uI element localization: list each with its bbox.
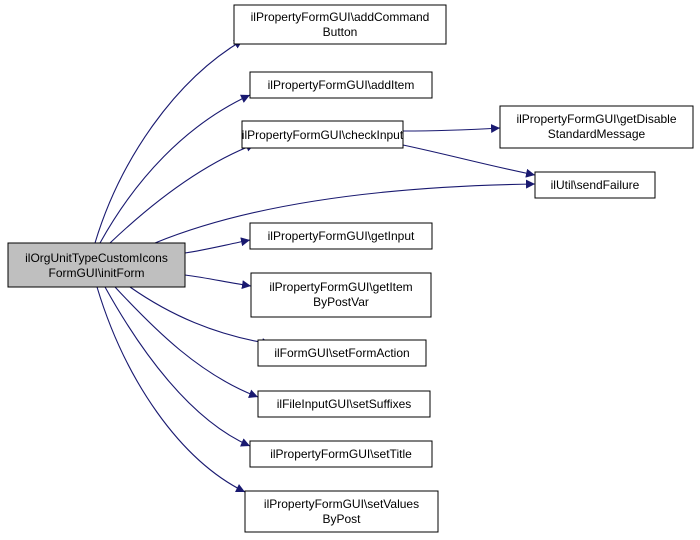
edges [94, 39, 536, 493]
node-getinput-label: ilPropertyFormGUI\getInput [268, 229, 415, 243]
edge-initform-to-checkinput [109, 143, 256, 244]
node-setsuffixes-label: ilFileInputGUI\setSuffixes [277, 397, 412, 411]
edge-initform-to-setformaction [129, 286, 272, 348]
edge-checkinput-to-getdisablestandardmessage [402, 124, 501, 134]
node-getitembypostvar-label-line2: ByPostVar [313, 295, 369, 309]
node-settitle[interactable]: ilPropertyFormGUI\setTitle [249, 440, 433, 468]
edge-initform-to-getitembypostvar [184, 274, 252, 290]
node-initform[interactable]: ilOrgUnitTypeCustomIcons FormGUI\initFor… [7, 242, 186, 288]
node-getdisablestandardmessage[interactable]: ilPropertyFormGUI\getDisable StandardMes… [499, 105, 694, 149]
edge-initform-to-getinput [184, 237, 251, 254]
node-settitle-label: ilPropertyFormGUI\setTitle [270, 447, 412, 461]
edge-initform-to-sendfailure [154, 179, 536, 244]
node-getdisablestandardmessage-label-line1: ilPropertyFormGUI\getDisable [516, 112, 676, 126]
node-sendfailure-label: ilUtil\sendFailure [551, 178, 640, 192]
edge-initform-to-settitle [104, 286, 251, 447]
node-checkinput-label: ilPropertyFormGUI\checkInput [242, 128, 404, 142]
node-additem-label: ilPropertyFormGUI\addItem [268, 78, 415, 92]
node-addcommandbutton[interactable]: ilPropertyFormGUI\addCommand Button [233, 4, 447, 45]
node-setformaction[interactable]: ilFormGUI\setFormAction [257, 339, 427, 367]
node-additem[interactable]: ilPropertyFormGUI\addItem [249, 71, 433, 99]
edge-initform-to-setsuffixes [114, 286, 259, 399]
node-setvaluesbypost[interactable]: ilPropertyFormGUI\setValues ByPost [244, 490, 439, 533]
node-getitembypostvar[interactable]: ilPropertyFormGUI\getItem ByPostVar [250, 272, 432, 318]
edge-checkinput-to-sendfailure [402, 144, 536, 178]
node-setsuffixes[interactable]: ilFileInputGUI\setSuffixes [257, 390, 431, 418]
node-addcommandbutton-label-line1: ilPropertyFormGUI\addCommand [251, 10, 430, 24]
node-getinput[interactable]: ilPropertyFormGUI\getInput [249, 222, 433, 250]
node-getitembypostvar-label-line1: ilPropertyFormGUI\getItem [269, 280, 412, 294]
node-getdisablestandardmessage-label-line2: StandardMessage [548, 127, 646, 141]
edge-initform-to-additem [99, 94, 251, 244]
node-sendfailure[interactable]: ilUtil\sendFailure [534, 171, 656, 199]
node-setvaluesbypost-label-line2: ByPost [322, 512, 361, 526]
node-initform-label-line1: ilOrgUnitTypeCustomIcons [25, 251, 168, 265]
edge-initform-to-setvaluesbypost [96, 286, 246, 493]
node-checkinput[interactable]: ilPropertyFormGUI\checkInput [241, 120, 404, 149]
node-initform-label-line2: FormGUI\initForm [49, 266, 145, 280]
node-setvaluesbypost-label-line1: ilPropertyFormGUI\setValues [264, 497, 419, 511]
edge-initform-to-addcommandbutton [94, 39, 244, 244]
node-setformaction-label: ilFormGUI\setFormAction [274, 346, 409, 360]
node-addcommandbutton-label-line2: Button [323, 25, 358, 39]
